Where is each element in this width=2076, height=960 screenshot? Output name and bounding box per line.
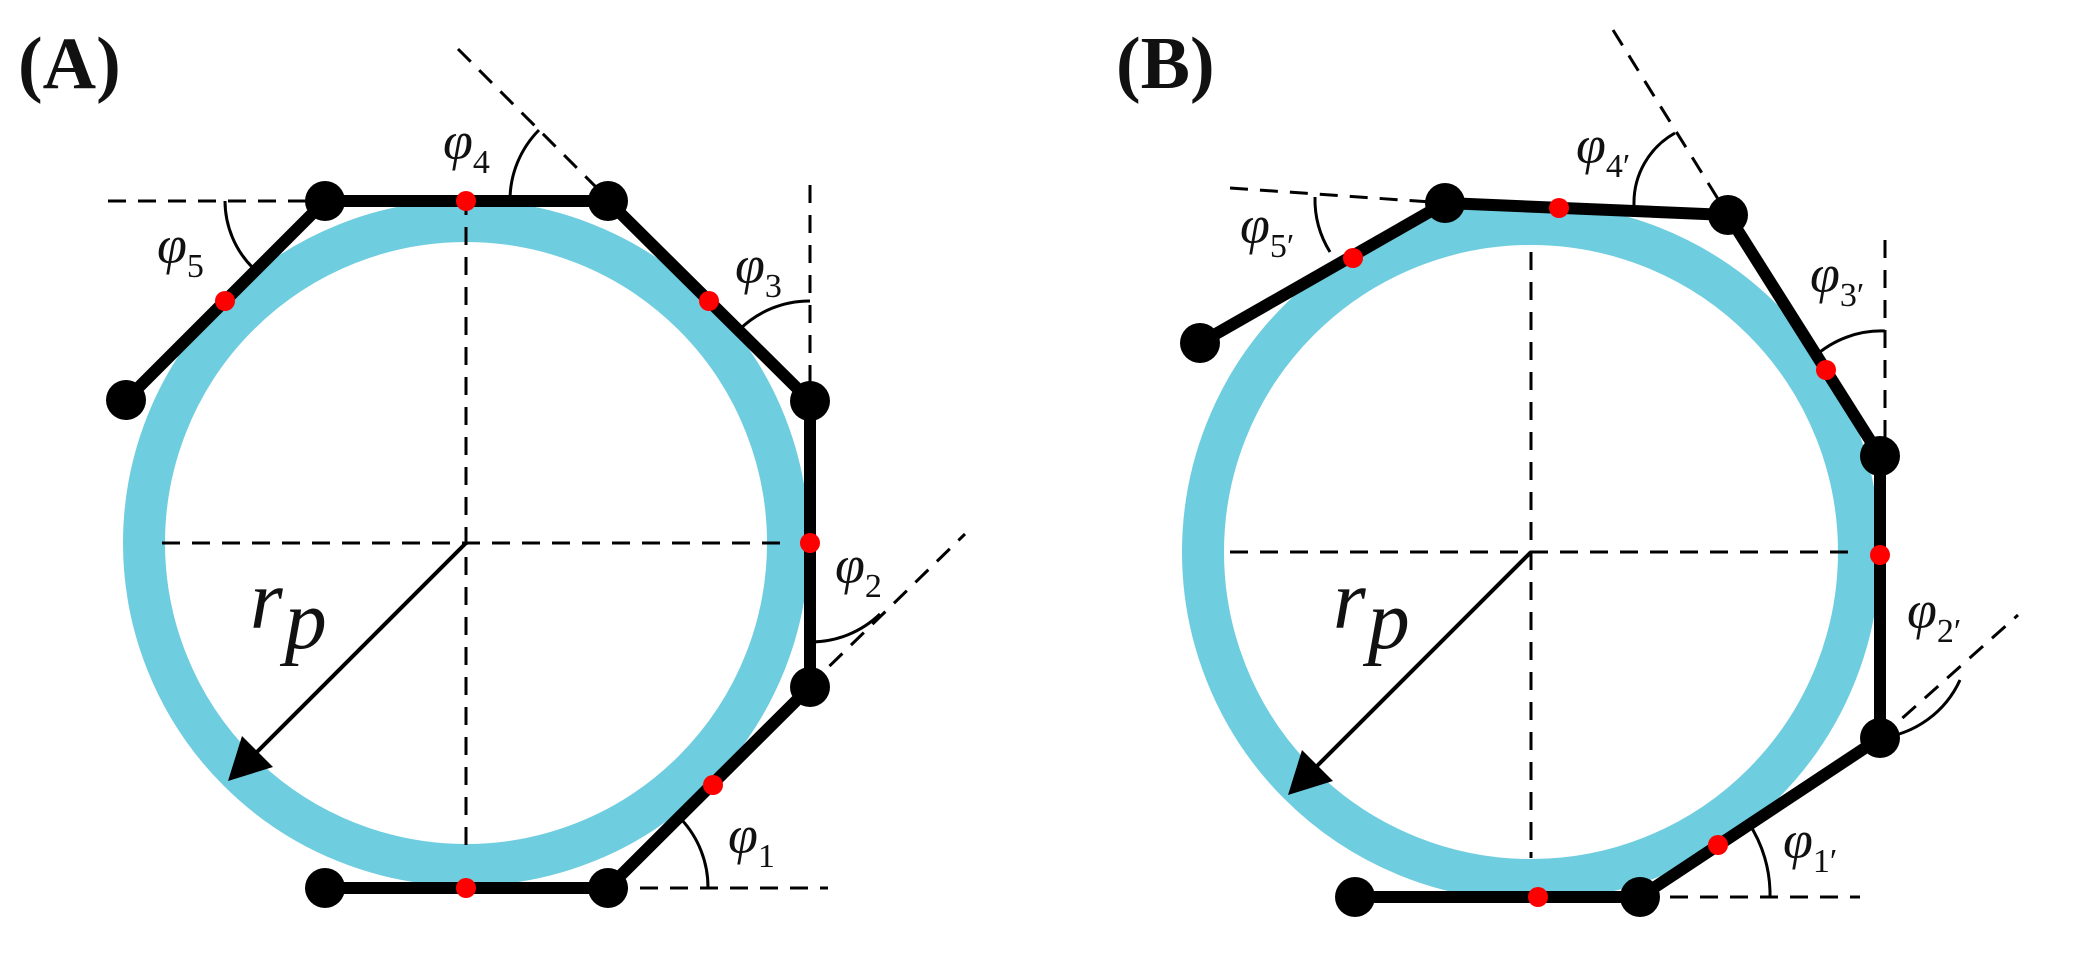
panel-b-angle-2: φ2′ (1907, 580, 1961, 650)
panel-a-angle-4: φ4 (443, 111, 490, 181)
panel-a-guides (108, 47, 967, 890)
panel-b: (B) (1116, 23, 2019, 917)
panel-b-label: (B) (1116, 23, 1215, 105)
panel-a-angle-1: φ1 (728, 805, 775, 875)
panel-a: (A) (18, 23, 967, 908)
panel-a-angle-3: φ3 (735, 235, 782, 305)
panel-a-radius-label: rp (250, 554, 327, 667)
panel-a-angle-arcs (223, 128, 882, 889)
panel-a-joints (106, 181, 830, 908)
panel-b-angle-4: φ4′ (1576, 115, 1630, 185)
panel-b-radius-label: rp (1333, 554, 1410, 667)
panel-b-contacts (1343, 198, 1890, 907)
panel-b-guides (1229, 29, 2019, 899)
panel-b-angle-1: φ1′ (1783, 810, 1837, 880)
panel-b-angle-3: φ3′ (1810, 244, 1864, 314)
panel-b-joints (1180, 183, 1900, 917)
panel-a-angle-2: φ2 (835, 535, 882, 605)
panel-a-ring (123, 200, 809, 886)
panel-b-ring (1182, 203, 1880, 901)
panel-a-contacts (215, 191, 820, 898)
panel-b-angle-5: φ5′ (1240, 195, 1294, 265)
panel-b-radius-arrow (1288, 550, 1533, 795)
panel-a-radius-arrow (228, 541, 468, 781)
panel-a-label: (A) (18, 23, 121, 105)
panel-a-angle-5: φ5 (157, 215, 204, 285)
